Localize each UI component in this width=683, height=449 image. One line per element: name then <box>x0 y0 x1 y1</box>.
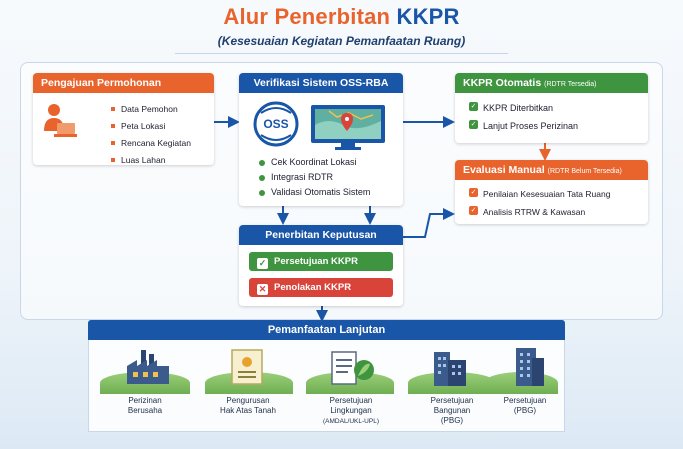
building-icon <box>434 352 466 386</box>
certificate-icon <box>231 349 263 385</box>
otomatis-header: KKPR Otomatis (RDTR Tersedia) <box>455 73 648 93</box>
map-monitor-icon <box>311 105 385 150</box>
otomatis-list: KKPR Diterbitkan Lanjut Proses Perizinan <box>469 102 578 139</box>
page-title: Alur Penerbitan KKPR <box>0 4 683 30</box>
item-line2: Lingkungan <box>330 406 372 415</box>
item-line1: Perizinan <box>128 396 162 405</box>
item-line1: Persetujuan <box>503 396 547 405</box>
item-line3: (AMDAL/UKL-UPL) <box>323 418 379 425</box>
otomatis-card: KKPR Otomatis (RDTR Tersedia) KKPR Diter… <box>455 73 648 143</box>
title-accent: KKPR <box>396 4 460 29</box>
pemanfaatan-item-pbg: Persetujuan (PBG) <box>488 396 562 416</box>
item-line2: Berusaha <box>127 406 163 415</box>
otomatis-title: KKPR Otomatis <box>463 77 542 89</box>
list-item: Lanjut Proses Perizinan <box>469 120 578 131</box>
item-line1: Persetujuan <box>430 396 474 405</box>
keputusan-card: Penerbitan Keputusan ✓ Persetujuan KKPR ✕… <box>239 225 403 306</box>
item-line2: Hak Atas Tanah <box>220 406 276 415</box>
title-main: Alur Penerbitan <box>223 4 391 29</box>
list-item: KKPR Diterbitkan <box>469 102 578 113</box>
verifikasi-list: Cek Koordinat Lokasi Integrasi RDTR Vali… <box>259 157 370 202</box>
pemanfaatan-item-lingkungan: Persetujuan Lingkungan (AMDAL/UKL-UPL) <box>305 396 397 427</box>
keputusan-title: Penerbitan Keputusan <box>239 225 403 245</box>
manual-card: Evaluasi Manual (RDTR Belum Tersedia) Pe… <box>455 160 648 224</box>
item-line3: (PBG) <box>440 416 464 425</box>
factory-icon <box>127 350 169 384</box>
manual-list: Penilaian Kesesuaian Tata Ruang Analisis… <box>469 188 610 224</box>
item-line2: (PBG) <box>513 406 537 415</box>
verifikasi-title: Verifikasi Sistem OSS-RBA <box>239 73 403 93</box>
list-item: Integrasi RDTR <box>259 172 370 182</box>
oss-logo-icon <box>253 101 299 147</box>
list-item: Rencana Kegiatan <box>111 138 191 148</box>
pemanfaatan-item-hak-tanah: Pengurusan Hak Atas Tanah <box>202 396 294 416</box>
check-icon: ✓ <box>257 258 268 269</box>
manual-title: Evaluasi Manual <box>463 164 545 176</box>
persetujuan-kkpr-badge: ✓ Persetujuan KKPR <box>249 252 393 271</box>
subtitle-divider <box>175 53 508 54</box>
pengajuan-title: Pengajuan Permohonan <box>33 73 214 93</box>
list-item: Analisis RTRW & Kawasan <box>469 206 610 217</box>
pengajuan-card: Pengajuan Permohonan Data Pemohon Peta L… <box>33 73 214 165</box>
arrow-keputusan-to-manual <box>403 208 455 238</box>
penolakan-kkpr-badge: ✕ Penolakan KKPR <box>249 278 393 297</box>
pengajuan-list: Data Pemohon Peta Lokasi Rencana Kegiata… <box>111 104 191 165</box>
pemanfaatan-item-perizinan: Perizinan Berusaha <box>100 396 190 416</box>
list-item: Validasi Otomatis Sistem <box>259 187 370 197</box>
list-item: Luas Lahan <box>111 155 191 165</box>
page-subtitle: (Kesesuaian Kegiatan Pemanfaatan Ruang) <box>217 34 466 48</box>
list-item: Peta Lokasi <box>111 121 191 131</box>
list-item: Cek Koordinat Lokasi <box>259 157 370 167</box>
close-icon: ✕ <box>257 284 268 295</box>
item-line2: Bangunan <box>433 406 471 415</box>
applicant-laptop-icon <box>44 104 77 137</box>
pemanfaatan-item-bangunan: Persetujuan Bangunan (PBG) <box>407 396 497 426</box>
list-item: Penilaian Kesesuaian Tata Ruang <box>469 188 610 199</box>
oss-logo-text: OSS <box>263 117 289 131</box>
penolakan-label: Penolakan KKPR <box>274 282 352 293</box>
tower-building-icon <box>516 348 544 386</box>
item-line1: Pengurusan <box>226 396 270 405</box>
list-item: Data Pemohon <box>111 104 191 114</box>
item-line1: Persetujuan <box>329 396 373 405</box>
persetujuan-label: Persetujuan KKPR <box>274 256 358 267</box>
manual-header: Evaluasi Manual (RDTR Belum Tersedia) <box>455 160 648 180</box>
pemanfaatan-title: Pemanfaatan Lanjutan <box>88 320 565 340</box>
otomatis-note: (RDTR Tersedia) <box>544 81 597 88</box>
environment-document-icon <box>331 351 374 385</box>
verifikasi-card: Verifikasi Sistem OSS-RBA OSS Cek Koordi… <box>239 73 403 206</box>
manual-note: (RDTR Belum Tersedia) <box>547 168 622 175</box>
